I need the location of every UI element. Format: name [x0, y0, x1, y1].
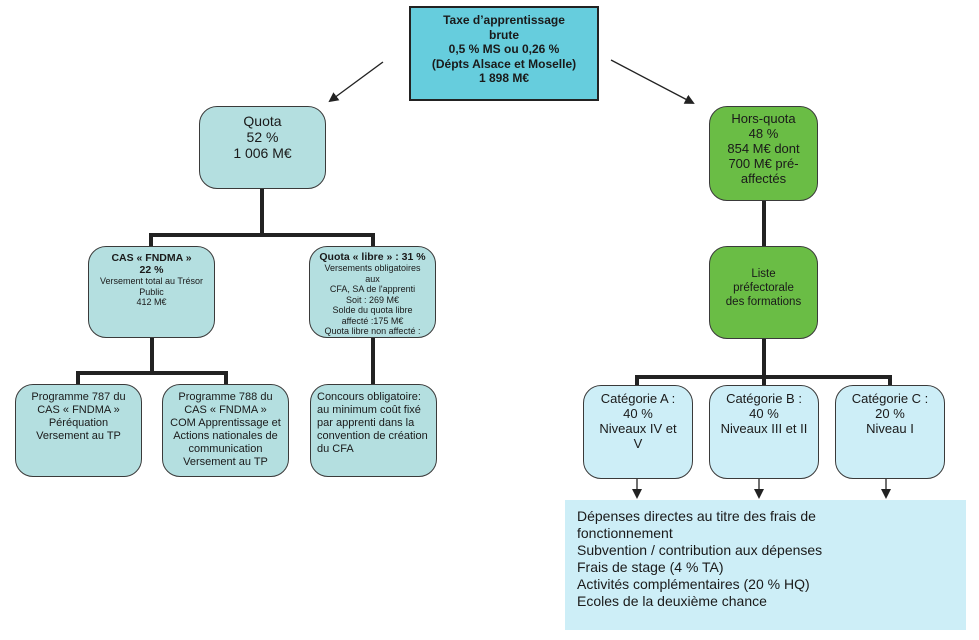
- cas-fndma-connector: [76, 336, 228, 385]
- cas-fndma-node: CAS « FNDMA » 22 % Versement total au Tr…: [88, 246, 215, 338]
- quota-libre-line: Soit : 269 M€: [345, 294, 400, 305]
- programme-788-line: COM Apprentissage et: [170, 417, 281, 429]
- root-line: brute: [489, 27, 519, 42]
- categorie-c-line: Niveau I: [866, 421, 914, 436]
- quota-libre-line: CFA, SA de l'apprenti: [329, 284, 416, 294]
- hors-quota-node: Hors-quota 48 % 854 M€ dont 700 M€ pré- …: [709, 106, 818, 201]
- programme-788-line: Versement au TP: [183, 456, 268, 468]
- concours-line: par apprenti dans la: [317, 417, 415, 429]
- cas-fndma-title: CAS « FNDMA »: [111, 252, 192, 264]
- cas-fndma-line: Versement total au Trésor: [99, 276, 204, 286]
- quota-tree-connector: [149, 188, 375, 247]
- categorie-a-percent: 40 %: [623, 406, 653, 421]
- hors-quota-label: Hors-quota: [731, 111, 796, 126]
- uses-line: Frais de stage (4 % TA): [577, 559, 724, 575]
- quota-libre-title: Quota « libre » : 31 %: [319, 251, 426, 263]
- cas-fndma-percent: 22 %: [139, 264, 164, 276]
- quota-node: Quota 52 % 1 006 M€: [199, 106, 326, 189]
- concours-line: convention de création: [317, 430, 428, 442]
- cas-fndma-amount: 412 M€: [136, 297, 167, 307]
- programme-788-node: Programme 788 du CAS « FNDMA » COM Appre…: [162, 384, 289, 477]
- programme-787-line: Péréquation: [48, 417, 109, 429]
- quota-libre-line: Quota libre non affecté :: [324, 326, 421, 336]
- root-node-taxe-apprentissage: Taxe d’apprentissage brute 0,5 % MS ou 0…: [409, 6, 599, 101]
- programme-788-line: CAS « FNDMA »: [184, 404, 267, 416]
- programme-787-line: Programme 787 du: [31, 391, 126, 403]
- programme-787-line: Versement au TP: [36, 430, 121, 442]
- root-line: (Dépts Alsace et Moselle): [431, 56, 577, 71]
- liste-line: préfectorale: [733, 282, 794, 294]
- concours-obligatoire-node: Concours obligatoire: au minimum coût fi…: [310, 384, 437, 477]
- root-line: 0,5 % MS ou 0,26 %: [448, 42, 560, 56]
- root-line: 1 898 M€: [478, 71, 530, 85]
- arrow-to-hors-quota: [610, 59, 695, 104]
- concours-line: au minimum coût fixé: [317, 404, 421, 416]
- hors-quota-line: affectés: [740, 171, 787, 186]
- categorie-a-line: V: [633, 436, 643, 451]
- concours-line: du CFA: [317, 443, 354, 455]
- concours-line: Concours obligatoire:: [317, 391, 421, 403]
- uses-line: Dépenses directes au titre des frais de: [577, 508, 816, 524]
- quota-percent: 52 %: [246, 129, 279, 145]
- liste-line: des formations: [725, 296, 802, 308]
- uses-box: Dépenses directes au titre des frais de …: [565, 500, 966, 630]
- quota-label: Quota: [243, 113, 282, 129]
- quota-amount: 1 006 M€: [233, 145, 292, 161]
- programme-787-node: Programme 787 du CAS « FNDMA » Péréquati…: [15, 384, 142, 477]
- root-line: Taxe d’apprentissage: [443, 13, 565, 27]
- cas-fndma-line: Public: [139, 286, 164, 297]
- hors-quota-line: 700 M€ pré-: [728, 156, 799, 171]
- programme-788-line: Programme 788 du: [178, 391, 273, 403]
- quota-libre-node: Quota « libre » : 31 % Versements obliga…: [309, 246, 436, 338]
- hors-quota-percent: 48 %: [748, 126, 779, 141]
- categorie-a-node: Catégorie A : 40 % Niveaux IV et V: [583, 385, 693, 479]
- programme-788-line: communication: [188, 443, 263, 455]
- quota-libre-line: aux: [365, 273, 380, 284]
- categorie-c-percent: 20 %: [875, 406, 905, 421]
- categorie-a-title: Catégorie A :: [600, 391, 676, 406]
- categorie-c-node: Catégorie C : 20 % Niveau I: [835, 385, 945, 479]
- uses-line: fonctionnement: [577, 525, 673, 541]
- programme-788-line: Actions nationales de: [173, 430, 278, 442]
- categorie-b-line: Niveaux III et II: [720, 421, 808, 436]
- categorie-c-title: Catégorie C :: [851, 391, 929, 406]
- uses-line: Subvention / contribution aux dépenses: [577, 542, 823, 558]
- uses-line: Activités complémentaires (20 % HQ): [577, 576, 810, 592]
- categorie-b-percent: 40 %: [749, 406, 779, 421]
- categorie-b-title: Catégorie B :: [726, 391, 802, 406]
- quota-libre-line: Solde du quota libre: [332, 305, 413, 315]
- programme-787-line: CAS « FNDMA »: [37, 404, 120, 416]
- liste-connector: [635, 338, 892, 386]
- liste-line: Liste: [751, 268, 776, 280]
- uses-line: Ecoles de la deuxième chance: [577, 593, 767, 609]
- arrow-to-quota: [328, 61, 384, 103]
- hors-quota-line: 854 M€ dont: [727, 141, 800, 156]
- categorie-a-line: Niveaux IV et: [599, 421, 677, 436]
- categorie-b-node: Catégorie B : 40 % Niveaux III et II: [709, 385, 819, 479]
- quota-libre-line: affecté :175 M€: [341, 315, 404, 326]
- liste-prefectorale-node: Liste préfectorale des formations: [709, 246, 818, 339]
- quota-libre-line: Versements obligatoires: [324, 263, 421, 273]
